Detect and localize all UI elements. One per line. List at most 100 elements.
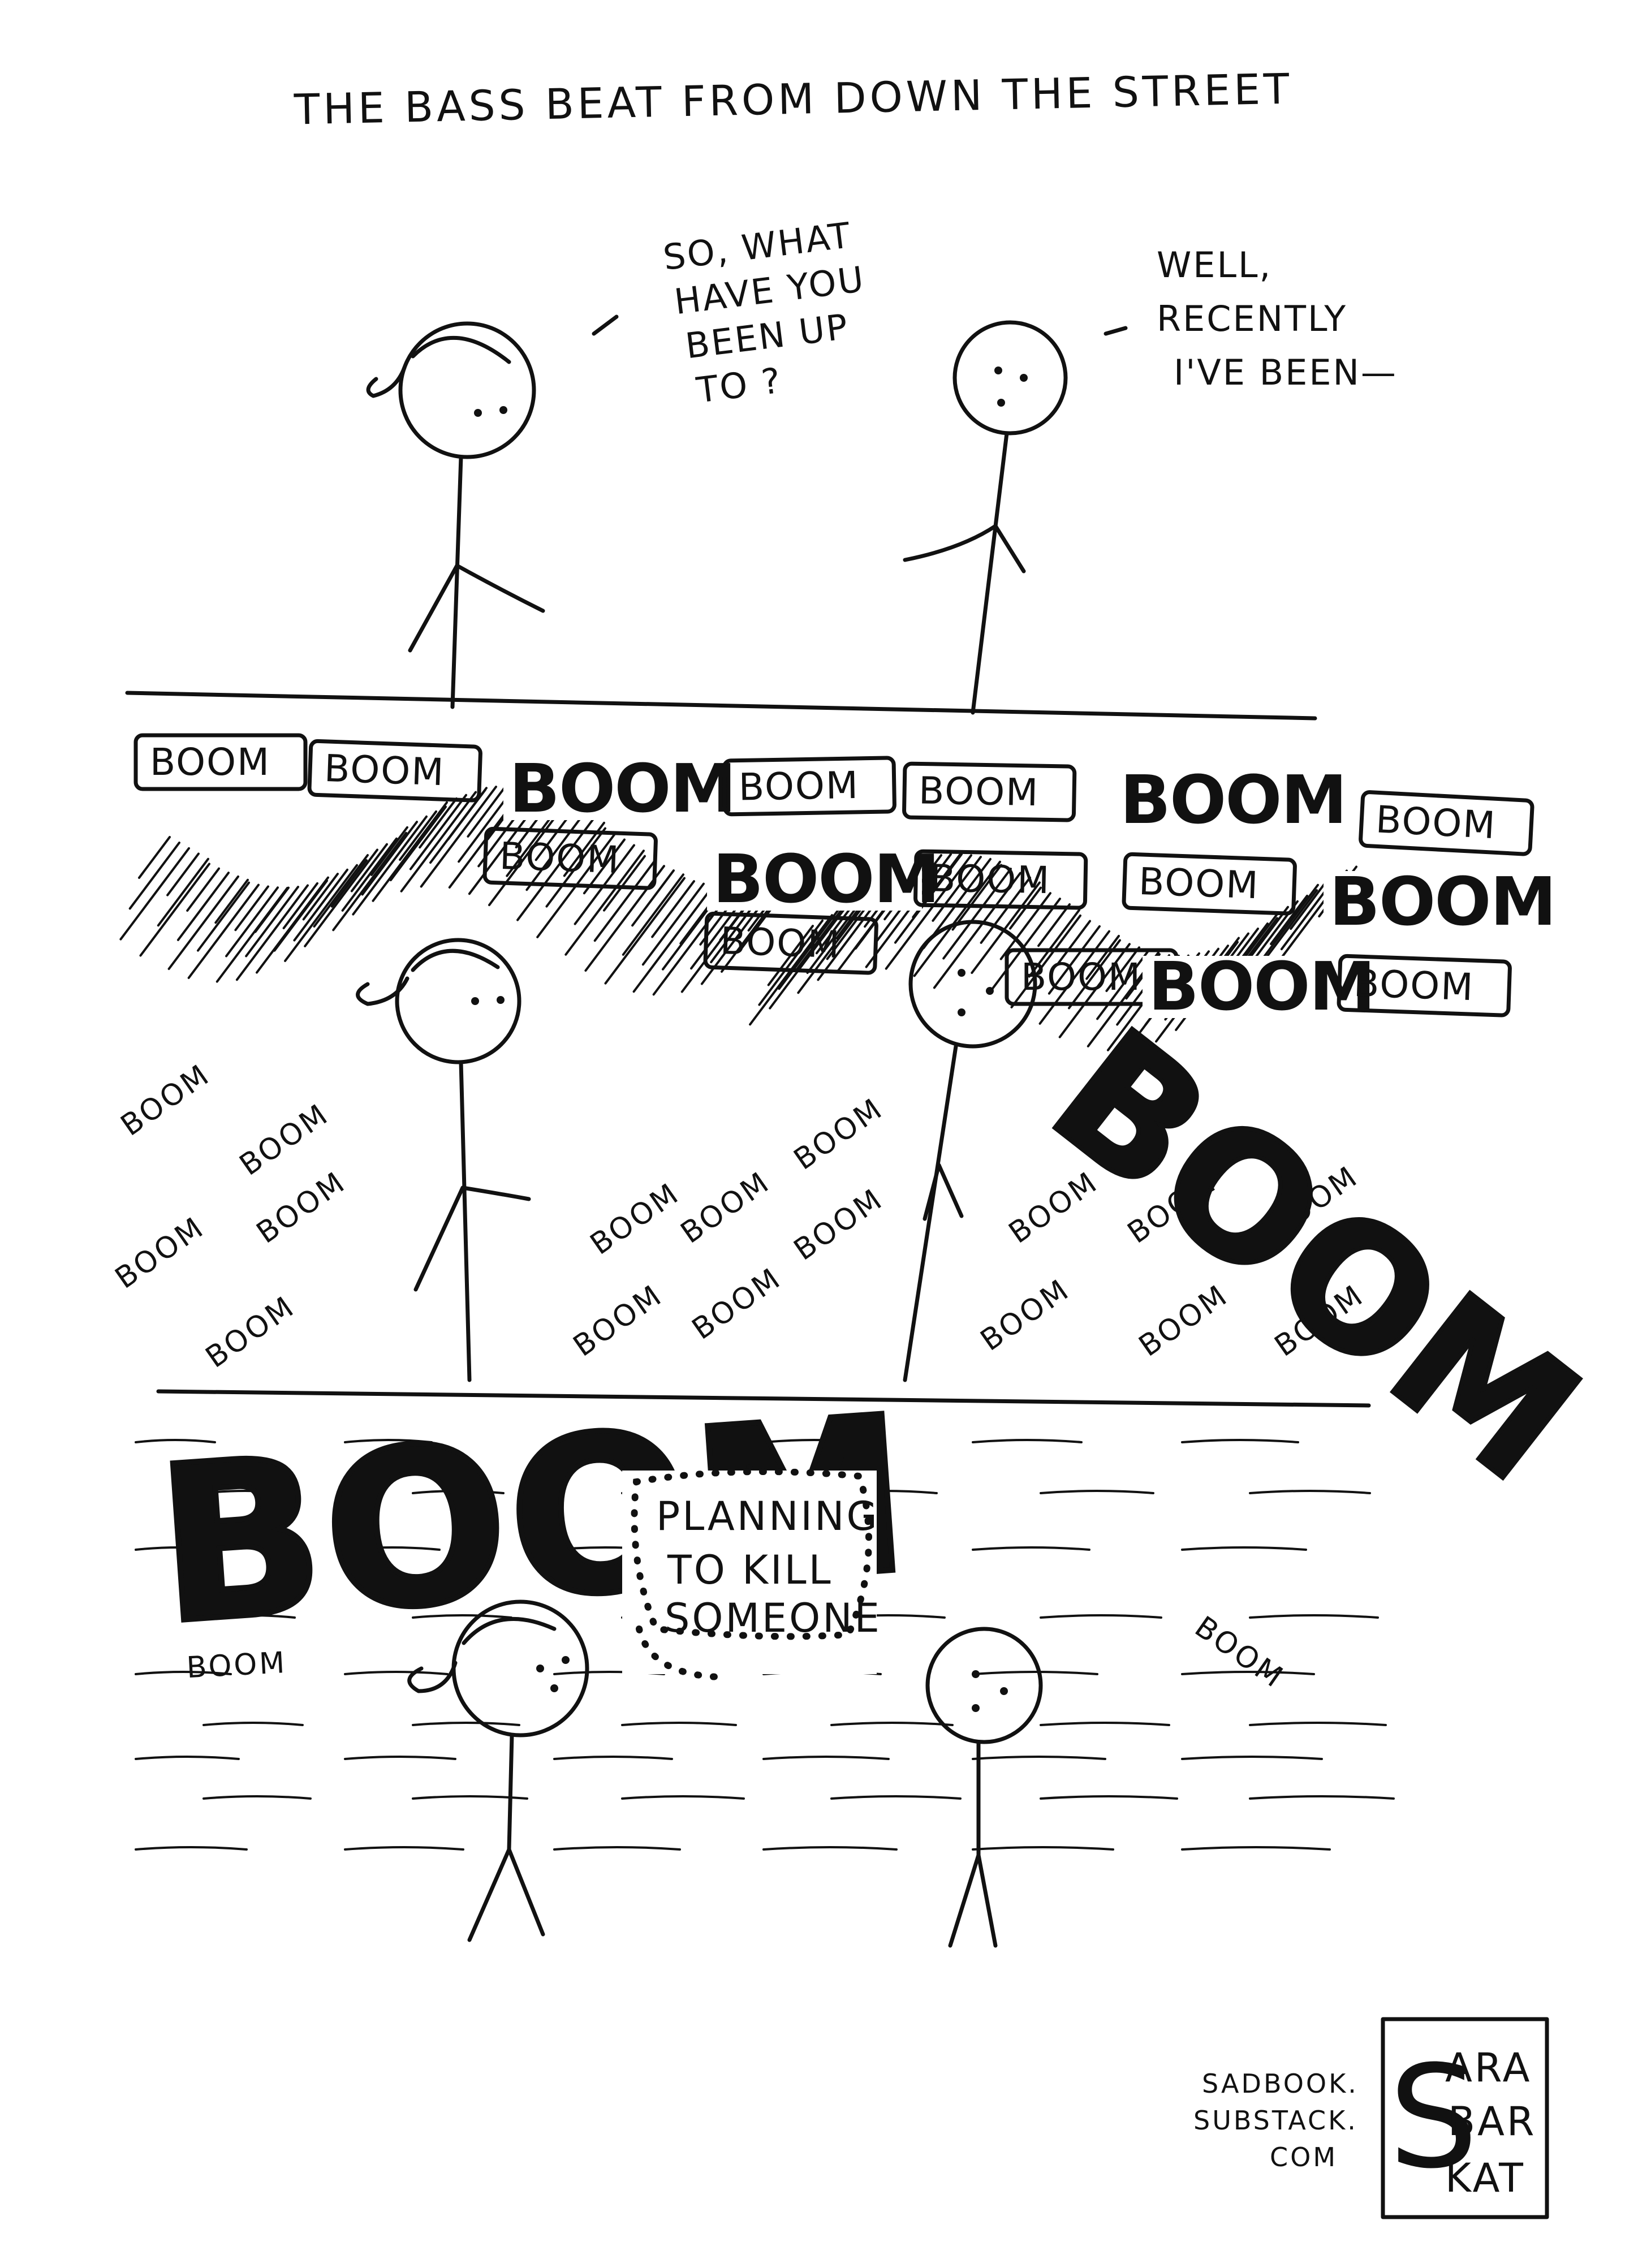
- small-boom: BOOM: [234, 1097, 335, 1183]
- huge-boom-right: BOOM: [1018, 993, 1615, 1521]
- signature-initial: S: [1389, 2035, 1478, 2200]
- hatch-stroke: [1038, 930, 1110, 1025]
- small-boom: BOOM: [975, 1273, 1076, 1358]
- hatch-stroke: [187, 883, 260, 979]
- boom-text: BOOM: [499, 834, 621, 882]
- hatch-stroke: [1058, 943, 1131, 1038]
- boom-text: BOOM: [719, 919, 842, 967]
- hatch-stroke: [990, 898, 1061, 991]
- boom-box-outline: [1122, 852, 1297, 916]
- hatch-stroke: [980, 876, 1031, 944]
- panel-divider-1: [125, 691, 1317, 721]
- hatch-stroke: [1037, 903, 1071, 947]
- credit-line: SADBOOK.: [1202, 2068, 1359, 2099]
- hatch-stroke: [1260, 889, 1318, 965]
- speech-left-line: TO ?: [694, 360, 784, 411]
- boom-text: BOOM: [1353, 961, 1475, 1009]
- sound-line: [762, 1756, 890, 1760]
- boom-backdrop: [1324, 871, 1538, 933]
- small-boom: BOOM: [788, 1092, 890, 1177]
- sound-line: [344, 1671, 449, 1675]
- small-boom: BOOM: [200, 1290, 301, 1375]
- boom-text: BOOM: [324, 747, 446, 794]
- hatch-stroke: [352, 815, 428, 916]
- hatch-stroke: [313, 854, 369, 928]
- hatch-stroke: [157, 857, 209, 927]
- sound-line: [135, 1546, 224, 1551]
- boxed-boom: BOOM: [307, 739, 482, 803]
- boxed-boom: BOOM: [133, 733, 308, 791]
- small-boom: BOOM: [1188, 1610, 1290, 1695]
- boxed-boom: BOOM: [1005, 948, 1179, 1006]
- boom-box-outline: [703, 911, 878, 975]
- hatch-stroke: [1057, 920, 1091, 964]
- sound-line: [412, 1614, 512, 1619]
- sound-line: [553, 1439, 649, 1443]
- small-boom: BOOM: [109, 1210, 211, 1296]
- hatch-stroke: [419, 797, 458, 849]
- thought-line: PLANNING: [656, 1493, 880, 1540]
- hatch-stroke: [350, 843, 388, 892]
- speech-left: SO, WHAT HAVE YOU BEEN UP TO ?: [661, 214, 867, 411]
- credit: SADBOOK. SUBSTACK. COM: [1193, 2068, 1359, 2172]
- hatch-stroke: [641, 882, 705, 966]
- boom-box-outline: [1359, 790, 1534, 856]
- stick-figure-right: [903, 320, 1068, 715]
- hatch-stroke: [894, 853, 963, 944]
- boom-box-outline: [722, 756, 896, 817]
- hatch-stroke: [932, 856, 982, 922]
- sound-line: [1181, 1756, 1323, 1760]
- bold-boom: BOOM: [1114, 761, 1347, 839]
- hatch-stroke: [139, 863, 210, 957]
- boom-text: BOOM: [1120, 761, 1346, 839]
- sound-line: [135, 1846, 248, 1851]
- hatch-stroke: [389, 805, 447, 882]
- sound-line: [553, 1846, 681, 1851]
- thought-line: SOMEONE: [665, 1595, 882, 1641]
- hatch-stroke: [304, 848, 378, 947]
- boom-backdrop: [503, 758, 718, 820]
- hatch-stroke: [1290, 878, 1329, 930]
- sound-line: [412, 1722, 520, 1726]
- boom-backdrop: [1114, 769, 1329, 831]
- hatch-stroke: [235, 884, 309, 981]
- hatch-stroke: [254, 886, 290, 933]
- speech-right-line: WELL,: [1157, 244, 1272, 286]
- hatch-stroke: [1028, 909, 1080, 978]
- sound-line: [135, 1439, 216, 1443]
- hatch-stroke: [1242, 911, 1279, 961]
- hatch-stroke: [302, 873, 339, 921]
- hatch-stroke: [128, 841, 180, 910]
- hatch-stroke: [564, 850, 645, 956]
- boom-box-outline: [482, 826, 658, 890]
- hatch-stroke: [332, 831, 407, 932]
- sound-line: [1181, 1846, 1331, 1851]
- hatch-stroke: [516, 816, 596, 921]
- boom-text: BOOM: [713, 840, 939, 918]
- boom-text: BOOM: [738, 764, 859, 809]
- hatch-stroke: [234, 885, 269, 932]
- small-boom: BOOM: [251, 1165, 352, 1251]
- small-boom: BOOM: [115, 1058, 217, 1143]
- sound-line: [972, 1546, 1090, 1551]
- sound-line: [344, 1756, 456, 1760]
- sound-line: [1249, 1795, 1395, 1800]
- hatch-stroke: [256, 876, 329, 974]
- boom-text: BOOM: [1374, 797, 1497, 847]
- hatch-stroke: [593, 860, 656, 942]
- boom-box-outline: [307, 739, 482, 803]
- small-boom: BOOM: [567, 1278, 669, 1364]
- panel-3: BOOM BOOM PLANNING TO KILL SOMEONE BOOM …: [135, 990, 1617, 1948]
- boxed-boom: BOOM: [1359, 790, 1534, 856]
- credit-line: SUBSTACK.: [1193, 2105, 1358, 2136]
- sound-line: [553, 1756, 673, 1760]
- sound-line: [1181, 1439, 1299, 1443]
- sound-line: [202, 1722, 304, 1726]
- sound-line: [830, 1795, 962, 1800]
- boom-text: BOOM: [1021, 955, 1141, 999]
- hatch-stroke: [1270, 894, 1308, 946]
- stick-figure-right: [903, 920, 1037, 1382]
- sound-line: [344, 1439, 433, 1443]
- hatch-stroke: [372, 801, 448, 902]
- bold-boom: BOOM: [503, 749, 736, 827]
